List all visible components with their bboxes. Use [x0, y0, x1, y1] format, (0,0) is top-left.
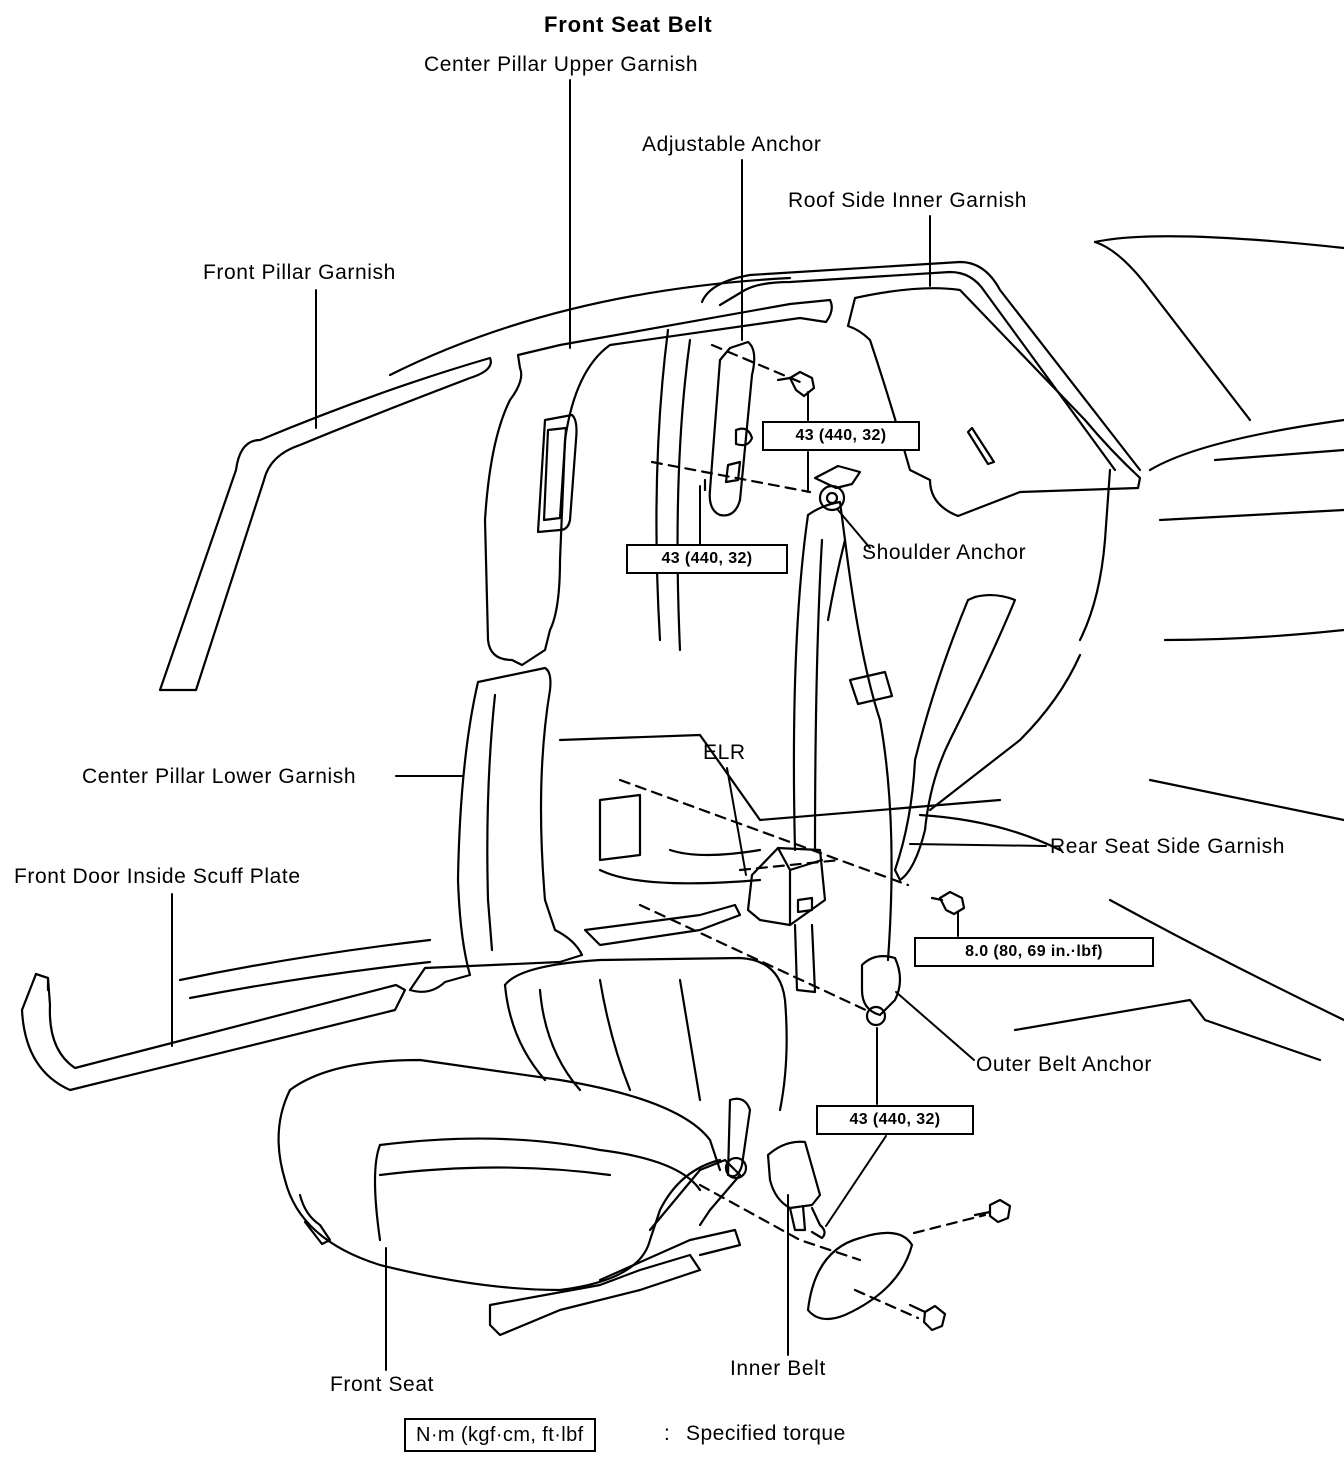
label-center-pillar-lower-garnish: Center Pillar Lower Garnish — [82, 765, 357, 788]
torque-box-adjustable-anchor-bolt: 43 (440, 32) — [762, 421, 920, 451]
shoulder-belt-webbing — [792, 464, 902, 1027]
legend-separator: : — [664, 1422, 671, 1445]
label-roof-side-inner-garnish: Roof Side Inner Garnish — [788, 189, 1028, 212]
front-seat — [277, 956, 788, 1337]
rear-seat-side-garnish — [893, 593, 1017, 882]
inner-belt — [766, 1140, 826, 1240]
diagram-title: Front Seat Belt — [544, 12, 713, 37]
assembly-dashed-lines — [618, 343, 987, 1320]
label-rear-seat-side-garnish: Rear Seat Side Garnish — [1050, 835, 1285, 858]
label-center-pillar-upper-garnish: Center Pillar Upper Garnish — [424, 53, 699, 76]
elr-retractor — [746, 846, 827, 994]
label-outer-belt-anchor: Outer Belt Anchor — [976, 1053, 1152, 1076]
bolts — [776, 370, 1012, 1332]
front-pillar-garnish — [158, 356, 492, 692]
label-front-seat: Front Seat — [330, 1373, 435, 1396]
label-inner-belt: Inner Belt — [730, 1357, 826, 1380]
torque-box-elr-bolt: 8.0 (80, 69 in.·lbf) — [914, 937, 1154, 967]
label-front-pillar-garnish: Front Pillar Garnish — [203, 261, 396, 284]
leader-lines — [171, 79, 1047, 1371]
torque-box-outer-belt-anchor-bolt: 43 (440, 32) — [816, 1105, 974, 1135]
label-elr: ELR — [703, 741, 746, 764]
legend-description: Specified torque — [686, 1422, 846, 1445]
body-outline — [178, 235, 1344, 1062]
torque-box-adjustable-anchor-mount: 43 (440, 32) — [626, 544, 788, 574]
roof-side-inner-garnish — [846, 287, 1142, 518]
adjustable-anchor-assembly — [708, 340, 756, 517]
label-shoulder-anchor: Shoulder Anchor — [862, 541, 1027, 564]
center-pillar-upper-garnish — [483, 298, 833, 667]
legend-torque-unit-box: N·m (kgf·cm, ft·lbf — [404, 1418, 596, 1452]
label-front-door-inside-scuff-plate: Front Door Inside Scuff Plate — [14, 865, 301, 888]
label-adjustable-anchor: Adjustable Anchor — [642, 133, 822, 156]
inner-belt-cover — [806, 1231, 914, 1321]
front-door-inside-scuff-plate — [20, 972, 407, 1092]
center-pillar-lower-garnish — [408, 666, 742, 993]
